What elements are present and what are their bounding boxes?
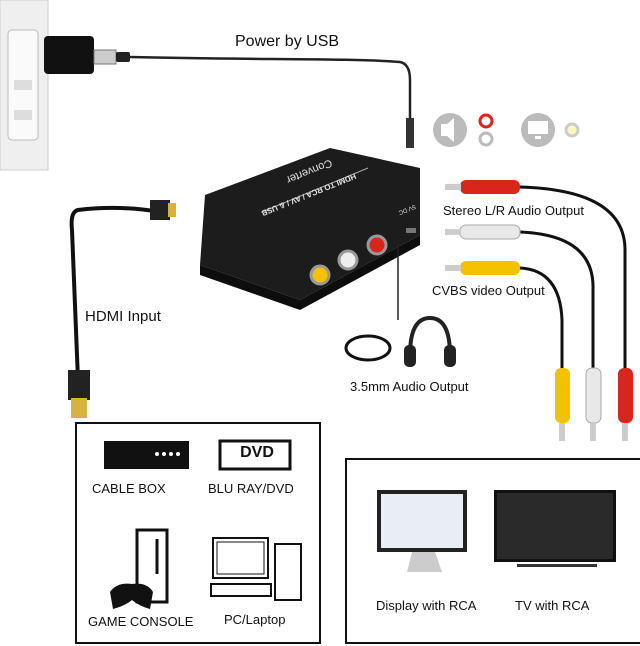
dvd-player-icon [218,439,292,471]
cable-box-icon [104,441,189,469]
rca-red-icon [478,113,494,129]
converter-device [200,148,420,310]
tv-icon [494,490,616,567]
audio-35-label: 3.5mm Audio Output [350,379,469,394]
source-label-game-console: GAME CONSOLE [88,614,194,629]
dvd-badge: DVD [240,444,274,461]
usb-charger [44,36,130,74]
rca-yellow-cable [519,266,564,370]
rca-yellow-icon [564,122,580,138]
source-label-dvd: BLU RAY/DVD [208,481,294,496]
usb-power-cable [129,55,412,120]
displays-panel: Display with RCA TV with RCA [345,458,640,644]
power-plug [406,118,414,148]
source-icons [104,439,302,609]
game-console-icon [110,528,169,609]
wall-outlet [0,0,49,171]
source-label-cable-box: CABLE BOX [92,481,166,496]
display-label-monitor: Display with RCA [376,598,477,613]
rca-white-icon [478,131,494,147]
headphones-icon [404,315,456,367]
display-icons [377,490,616,572]
sources-panel: DVD CABLE BOX BLU RAY/DVD GAME CONSOLE P… [75,422,321,644]
hdmi-plug-top [150,200,170,220]
rca-plugs-bottom [555,367,633,441]
stereo-output-label: Stereo L/R Audio Output [443,203,584,218]
cvbs-output-label: CVBS video Output [432,283,545,298]
pc-icon [210,537,302,601]
rca-red-cable [519,185,627,370]
rca-white-cable [519,230,595,370]
hdmi-input-label: HDMI Input [85,308,161,325]
monitor-icon [377,490,467,572]
hdmi-cable [69,205,161,381]
audio-cable-icon [344,334,392,362]
rca-plugs-left [445,180,521,275]
hdmi-plug-bottom [68,370,90,400]
display-label-tv: TV with RCA [515,598,590,613]
source-label-pc: PC/Laptop [224,612,286,627]
power-label: Power by USB [235,33,340,50]
